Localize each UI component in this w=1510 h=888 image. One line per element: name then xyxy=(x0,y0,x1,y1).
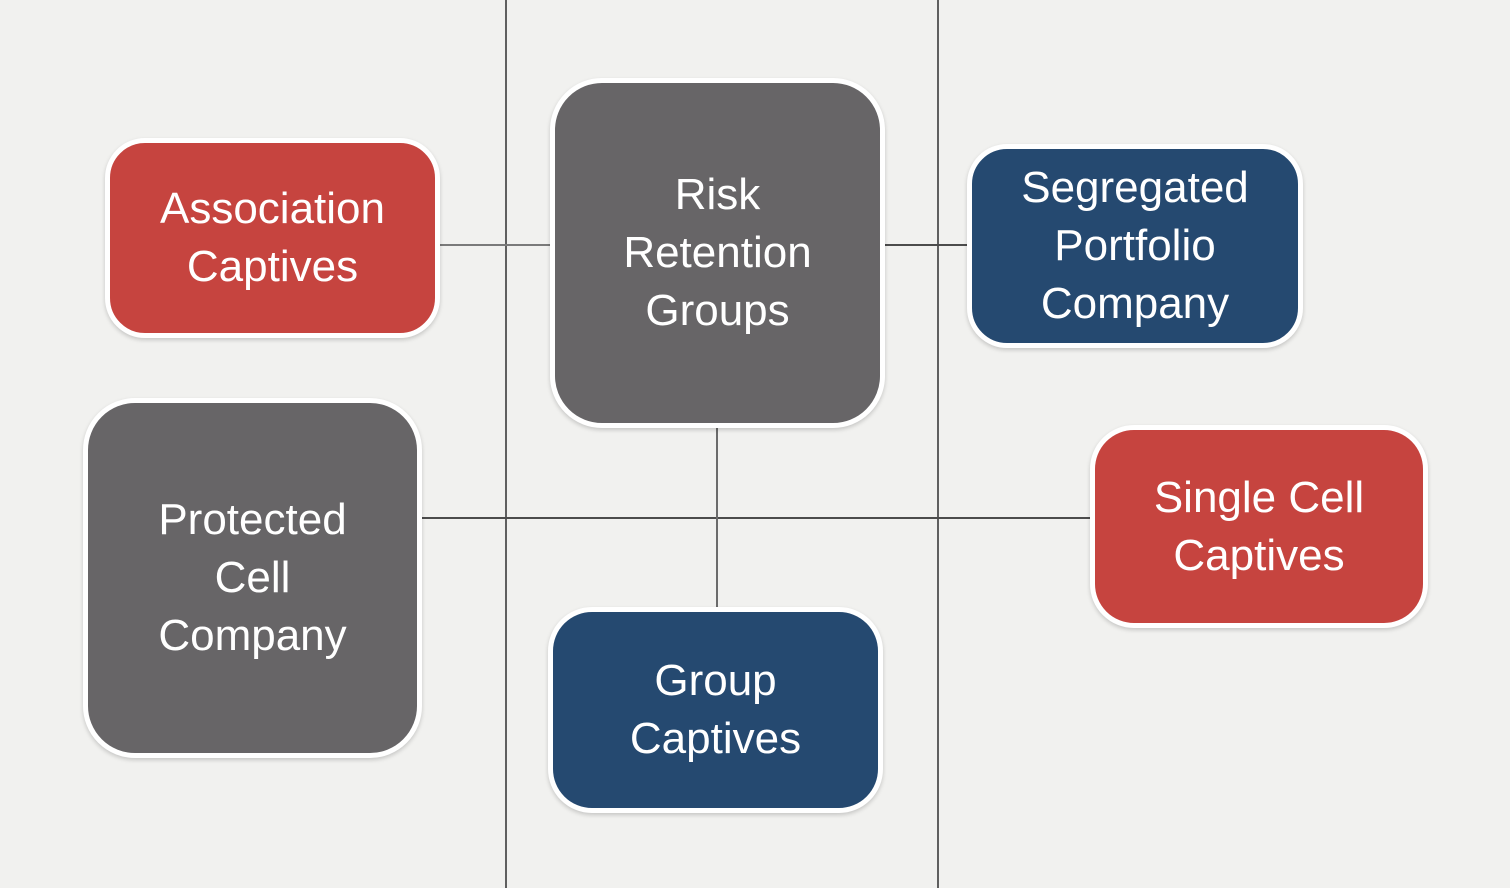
node-protected-cell-company: Protected Cell Company xyxy=(83,398,422,758)
node-risk-retention-groups-label: Risk Retention Groups xyxy=(623,170,812,335)
node-group-captives-label: Group Captives xyxy=(629,656,802,763)
node-group-captives: Group Captives xyxy=(548,607,883,813)
node-association-captives: Association Captives xyxy=(105,138,440,338)
connector-protected-cell-to-single-cell xyxy=(417,517,1095,519)
node-risk-retention-groups: Risk Retention Groups xyxy=(550,78,885,428)
node-protected-cell-company-label: Protected Cell Company xyxy=(158,495,347,660)
grid-vertical-line-left xyxy=(505,0,507,888)
node-segregated-portfolio-company: Segregated Portfolio Company xyxy=(967,144,1303,348)
node-single-cell-captives: Single Cell Captives xyxy=(1090,425,1428,628)
node-association-captives-label: Association Captives xyxy=(159,184,385,291)
connector-risk-retention-to-group xyxy=(716,420,718,614)
connector-risk-retention-to-segregated xyxy=(875,244,975,246)
node-segregated-portfolio-company-label: Segregated Portfolio Company xyxy=(1021,163,1249,328)
connector-association-to-risk-retention xyxy=(430,244,557,246)
grid-vertical-line-right xyxy=(937,0,939,888)
node-single-cell-captives-label: Single Cell Captives xyxy=(1153,472,1365,580)
